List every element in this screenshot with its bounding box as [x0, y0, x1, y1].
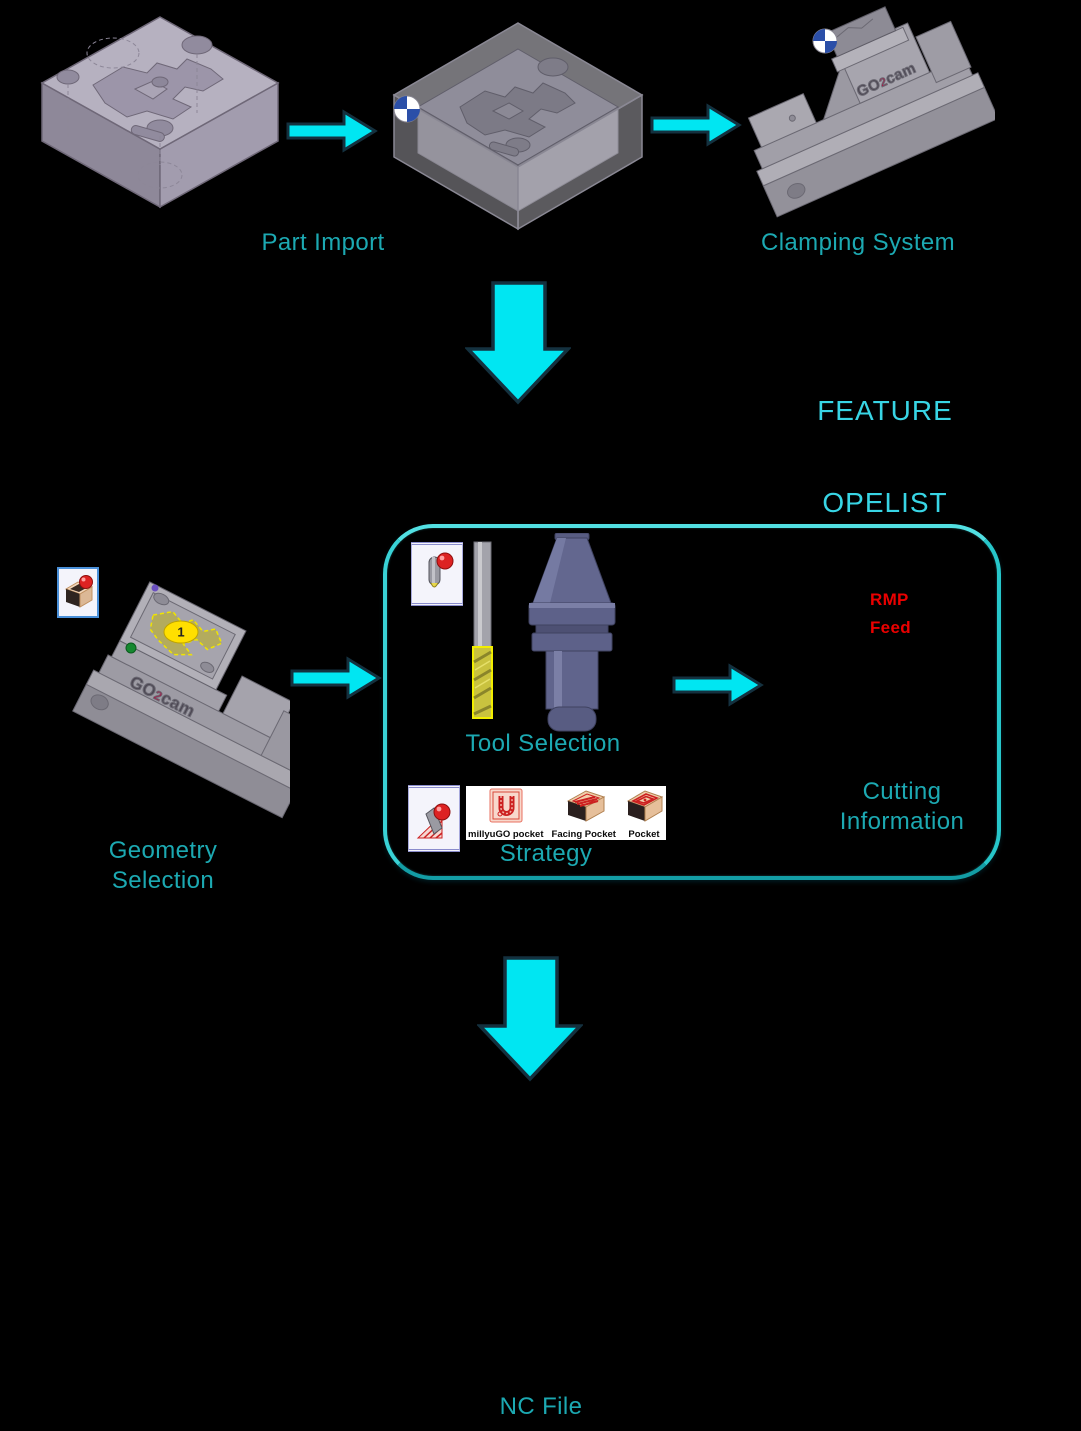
- clamping-system-image: GO2cam: [747, 6, 995, 218]
- strategy-option-pocket[interactable]: Pocket: [624, 788, 664, 839]
- origin-marker: [393, 95, 421, 123]
- tool-selection-label: Tool Selection: [465, 730, 621, 757]
- strategy-option-millyugo-pocket[interactable]: millyuGO pocket: [468, 788, 544, 839]
- geometry-selection-icon: [57, 567, 99, 618]
- strategy-option-label: Facing Pocket: [551, 828, 616, 840]
- strategy-label: Strategy: [499, 840, 593, 867]
- arrow-stock-to-clamping: [650, 103, 742, 147]
- strategy-option-facing-pocket[interactable]: Facing Pocket: [552, 788, 616, 839]
- feature-heading: FEATURE: [817, 395, 953, 426]
- strategy-icon: [408, 785, 460, 852]
- geometry-selection-label: Geometry Selection: [108, 837, 218, 895]
- clamping-system-label: Clamping System: [760, 229, 956, 256]
- facing-pocket-icon: [566, 790, 605, 822]
- rmp-label: RMP: [870, 590, 909, 609]
- geometry-selection-image: GO2cam 1: [72, 581, 290, 819]
- part-in-stock-image: [392, 22, 644, 231]
- arrow-down-to-feature: [465, 281, 571, 405]
- geometry-start-point: [125, 642, 137, 654]
- feature-number-balloon: 1: [163, 620, 199, 644]
- arrow-tool-to-cutting: [672, 663, 764, 707]
- svg-text:1: 1: [177, 625, 184, 640]
- part-import-cad-image: [40, 16, 280, 209]
- axis-pin: [151, 584, 159, 592]
- opelist-heading: OPELIST: [822, 487, 948, 518]
- strategy-option-label: Pocket: [628, 828, 660, 840]
- opelist-box: [383, 524, 1001, 880]
- feed-label: Feed: [870, 618, 911, 637]
- nc-file-label: NC File: [499, 1393, 583, 1420]
- endmill-tool-image: [472, 541, 493, 719]
- strategy-option-label: millyuGO pocket: [468, 828, 544, 840]
- arrow-geometry-to-opelist: [290, 656, 382, 700]
- arrow-down-to-nc-file: [477, 956, 583, 1082]
- origin-marker: [812, 28, 838, 54]
- arrow-part-to-stock: [286, 109, 378, 153]
- tool-holder-image: [528, 533, 616, 732]
- tool-selection-icon: [411, 542, 463, 606]
- cutting-information-label: Cutting Information: [839, 778, 965, 836]
- strategy-options-panel: millyuGO pocket Facing Pocket: [466, 786, 666, 840]
- millyugo-pocket-icon: [489, 788, 523, 823]
- part-import-label: Part Import: [261, 229, 385, 256]
- pocket-icon: [626, 790, 664, 822]
